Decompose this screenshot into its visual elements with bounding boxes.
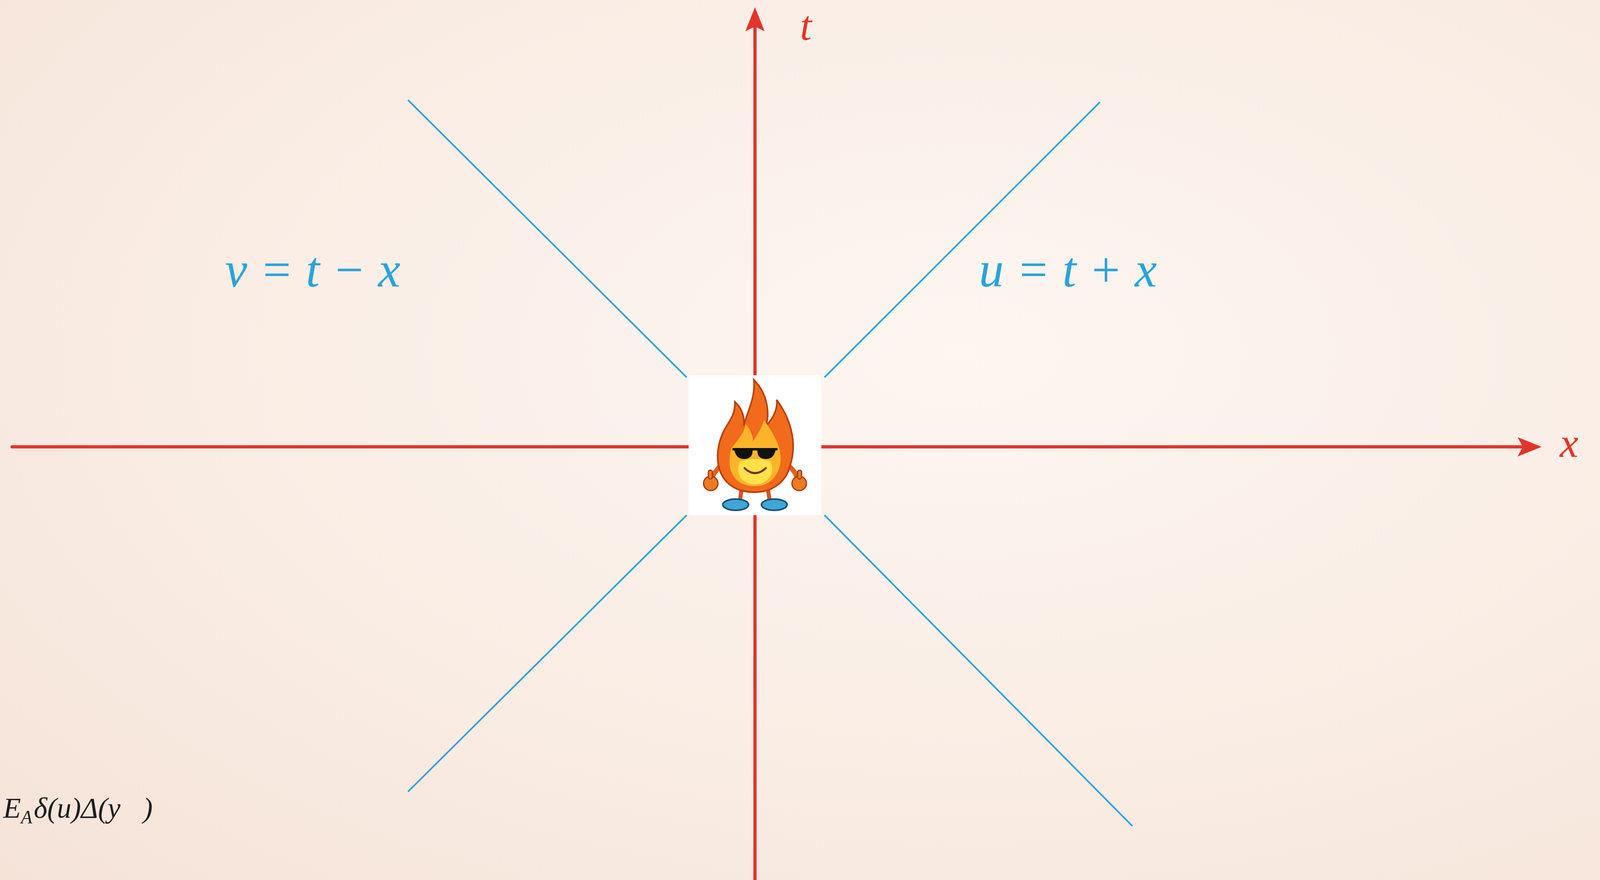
axis-label: x: [1559, 422, 1579, 464]
light-cone-lines: [408, 100, 1133, 827]
light-cone-label: u = t + x: [978, 245, 1157, 296]
axis-label: t: [800, 4, 812, 47]
x-arrowhead: [1517, 437, 1542, 457]
formula-term: δ(u)Δ(y⃗): [33, 793, 153, 823]
axes: [12, 24, 1524, 880]
fire-mascot: [688, 375, 822, 516]
formula-subscript: A: [20, 808, 33, 827]
t-arrowhead: [745, 7, 765, 32]
formula-symbol: E: [3, 793, 21, 823]
light-cone-label: v = t − x: [225, 245, 401, 296]
formula: EAδ(u)Δ(y⃗): [3, 793, 153, 823]
